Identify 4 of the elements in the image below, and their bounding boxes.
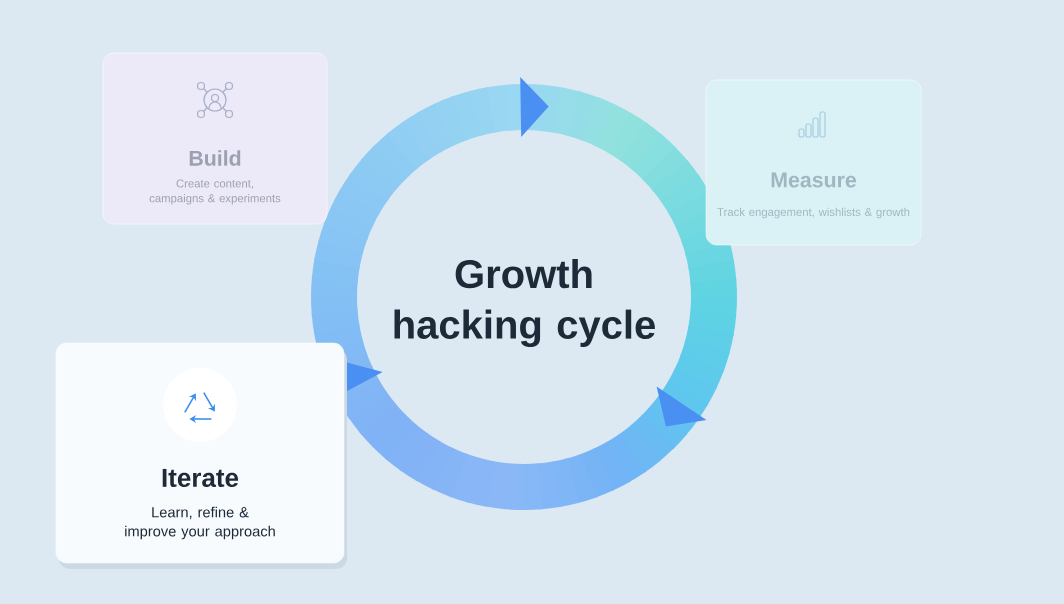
step-card: Iterate Learn, refine & improve your approach [55, 342, 345, 564]
step-card: Build Create content, campaigns & experiments [102, 52, 328, 225]
cycle-title: Growth hacking cycle [394, 258, 655, 348]
step-card: Measure Track engagement, wishlists & growth [705, 79, 922, 246]
